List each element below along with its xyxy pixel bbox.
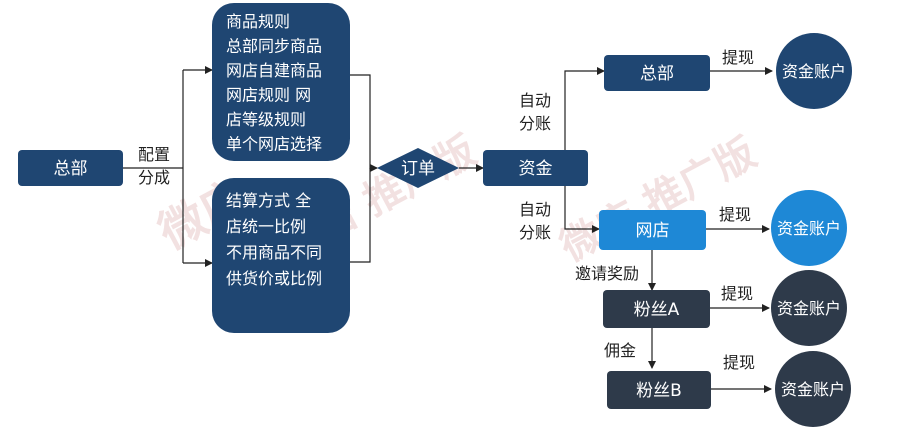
rule-top-line: 商品规则 (226, 12, 290, 31)
label-split: 分成 (138, 168, 170, 187)
node-fan-a: 粉丝A (603, 290, 710, 328)
node-order-label: 订单 (401, 159, 435, 179)
node-hq-left-label: 总部 (54, 159, 88, 179)
label-withdraw-fan-b: 提现 (723, 353, 755, 372)
label-auto-bottom-1: 自动 (519, 200, 551, 219)
node-fan-b-label: 粉丝B (636, 381, 682, 401)
label-withdraw-hq: 提现 (722, 48, 754, 67)
label-auto-top-1: 自动 (519, 91, 551, 110)
label-withdraw-store: 提现 (719, 205, 751, 224)
edge-rule-top-to-order (350, 74, 378, 172)
rule-bottom-line: 店统一比例 (226, 217, 306, 236)
label-commission: 佣金 (604, 341, 636, 360)
node-funds-label: 资金 (519, 159, 553, 179)
node-store: 网店 (599, 210, 706, 250)
connectors (123, 66, 773, 393)
account-fan-b-label: 资金账户 (781, 380, 845, 399)
rule-bottom-line: 供货价或比例 (226, 269, 322, 288)
edge-labels: 配置 分成 自动 分账 自动 分账 提现 提现 提现 提现 邀请奖励 佣金 (138, 48, 755, 372)
rule-bottom-line: 结算方式 全 (226, 191, 311, 210)
rule-top-line: 店等级规则 (226, 110, 306, 129)
rule-bottom-line: 不用商品不同 (226, 243, 322, 262)
label-auto-bottom-2: 分账 (519, 223, 551, 242)
account-store: 资金账户 (771, 190, 847, 266)
label-invite-reward: 邀请奖励 (575, 264, 639, 283)
node-hq-right: 总部 (604, 55, 710, 91)
edge-funds-to-hq (564, 67, 605, 150)
label-config: 配置 (138, 145, 170, 164)
rule-top-line: 单个网店选择 (226, 135, 322, 154)
node-fan-b: 粉丝B (607, 371, 711, 409)
node-hq-left: 总部 (18, 150, 123, 186)
account-fan-b: 资金账户 (775, 351, 851, 427)
node-hq-right-label: 总部 (640, 64, 674, 84)
account-store-label: 资金账户 (777, 219, 841, 238)
account-fan-a-label: 资金账户 (777, 299, 841, 318)
edge-rule-bottom-to-order (350, 168, 371, 263)
rule-top-line: 网店自建商品 (226, 61, 322, 80)
label-withdraw-fan-a: 提现 (721, 284, 753, 303)
node-funds: 资金 (483, 150, 588, 186)
account-hq-label: 资金账户 (782, 62, 846, 81)
rule-top-line: 总部同步商品 (226, 37, 322, 56)
label-auto-top-2: 分账 (519, 114, 551, 133)
node-store-label: 网店 (636, 221, 670, 241)
rule-top-line: 网店规则 网 (226, 86, 311, 105)
account-fan-a: 资金账户 (771, 270, 847, 346)
node-fan-a-label: 粉丝A (634, 300, 680, 320)
account-hq: 资金账户 (776, 33, 852, 109)
edge-funds-to-store (564, 186, 600, 233)
node-order: 订单 (377, 148, 459, 188)
